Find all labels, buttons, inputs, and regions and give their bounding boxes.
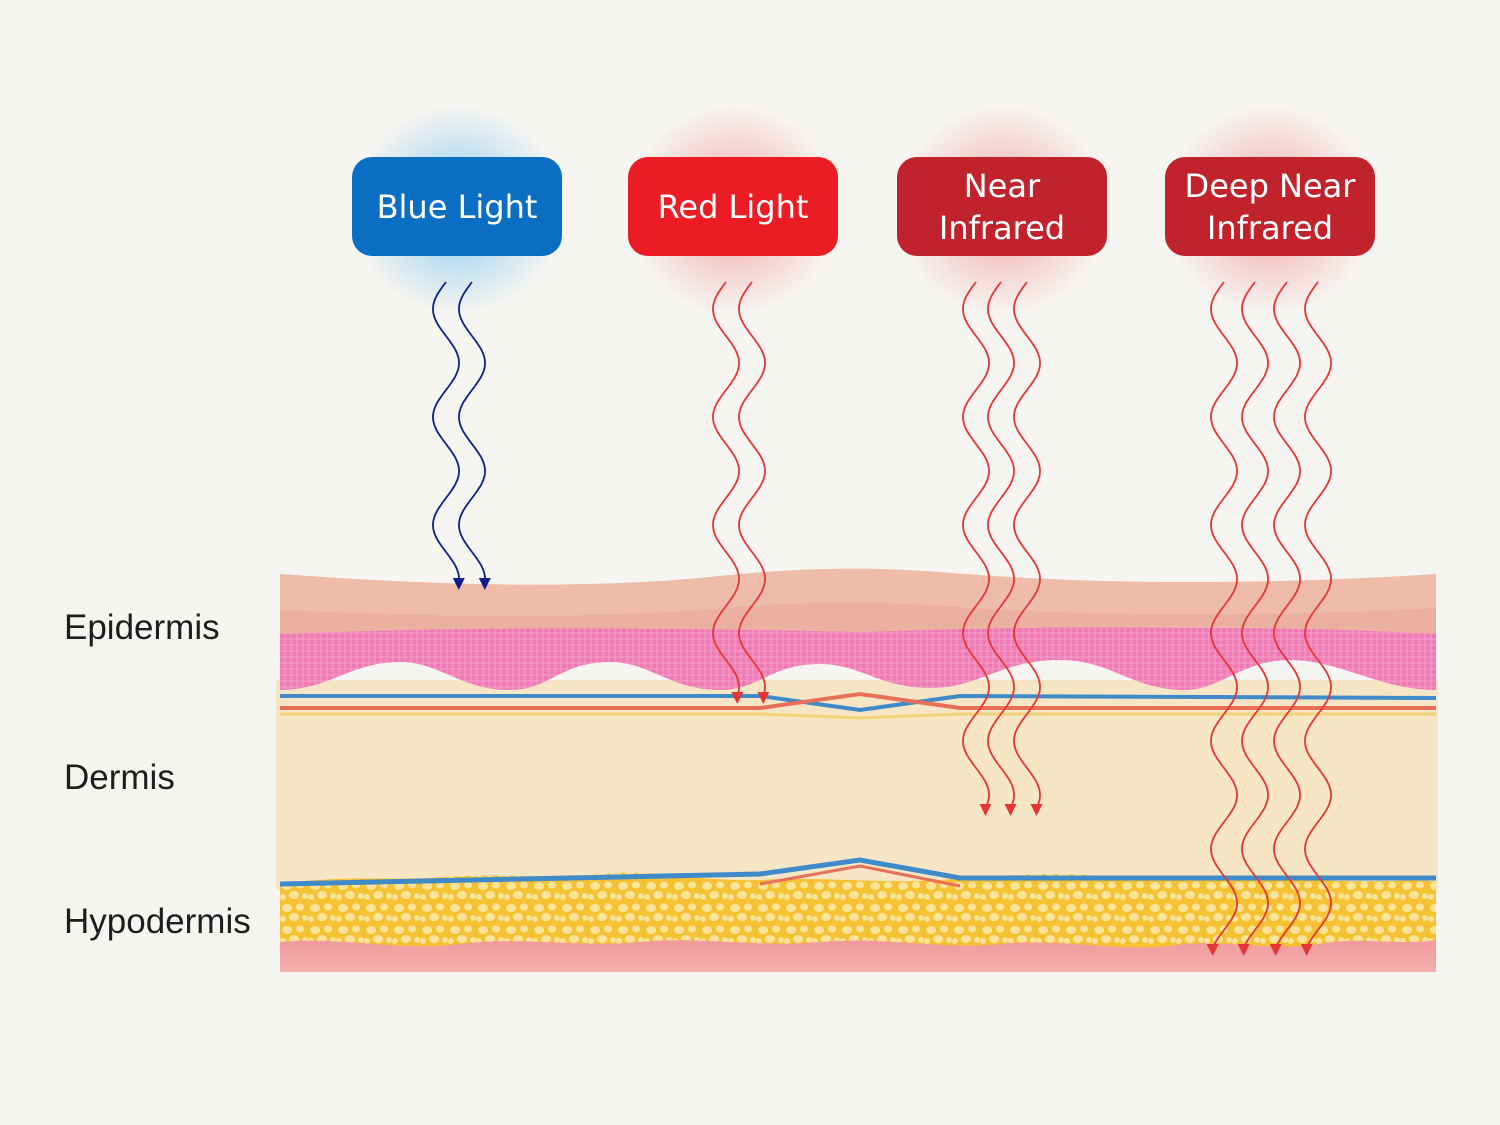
arrow-head (1031, 804, 1043, 816)
light-wave (459, 282, 485, 582)
arrow-head (980, 804, 992, 816)
light-wave (1211, 282, 1237, 948)
light-wave (1242, 282, 1268, 948)
arrow-head (1238, 944, 1250, 956)
arrow-head (1301, 944, 1313, 956)
arrow-head (757, 692, 769, 704)
light-wave (963, 282, 989, 808)
arrow-head (1207, 944, 1219, 956)
near-infrared-waves (963, 282, 1043, 816)
light-wave (1014, 282, 1040, 808)
light-wave (1274, 282, 1300, 948)
arrow-head (453, 578, 465, 590)
arrow-head (731, 692, 743, 704)
light-wave (988, 282, 1014, 808)
arrow-head (479, 578, 491, 590)
deep-near-infrared-waves (1207, 282, 1331, 956)
light-wave (713, 282, 739, 696)
light-wave (433, 282, 459, 582)
blue-light-waves (433, 282, 491, 590)
light-wave (739, 282, 765, 696)
light-wave (1305, 282, 1331, 948)
red-light-waves (713, 282, 769, 704)
arrow-head (1270, 944, 1282, 956)
arrow-head (1005, 804, 1017, 816)
